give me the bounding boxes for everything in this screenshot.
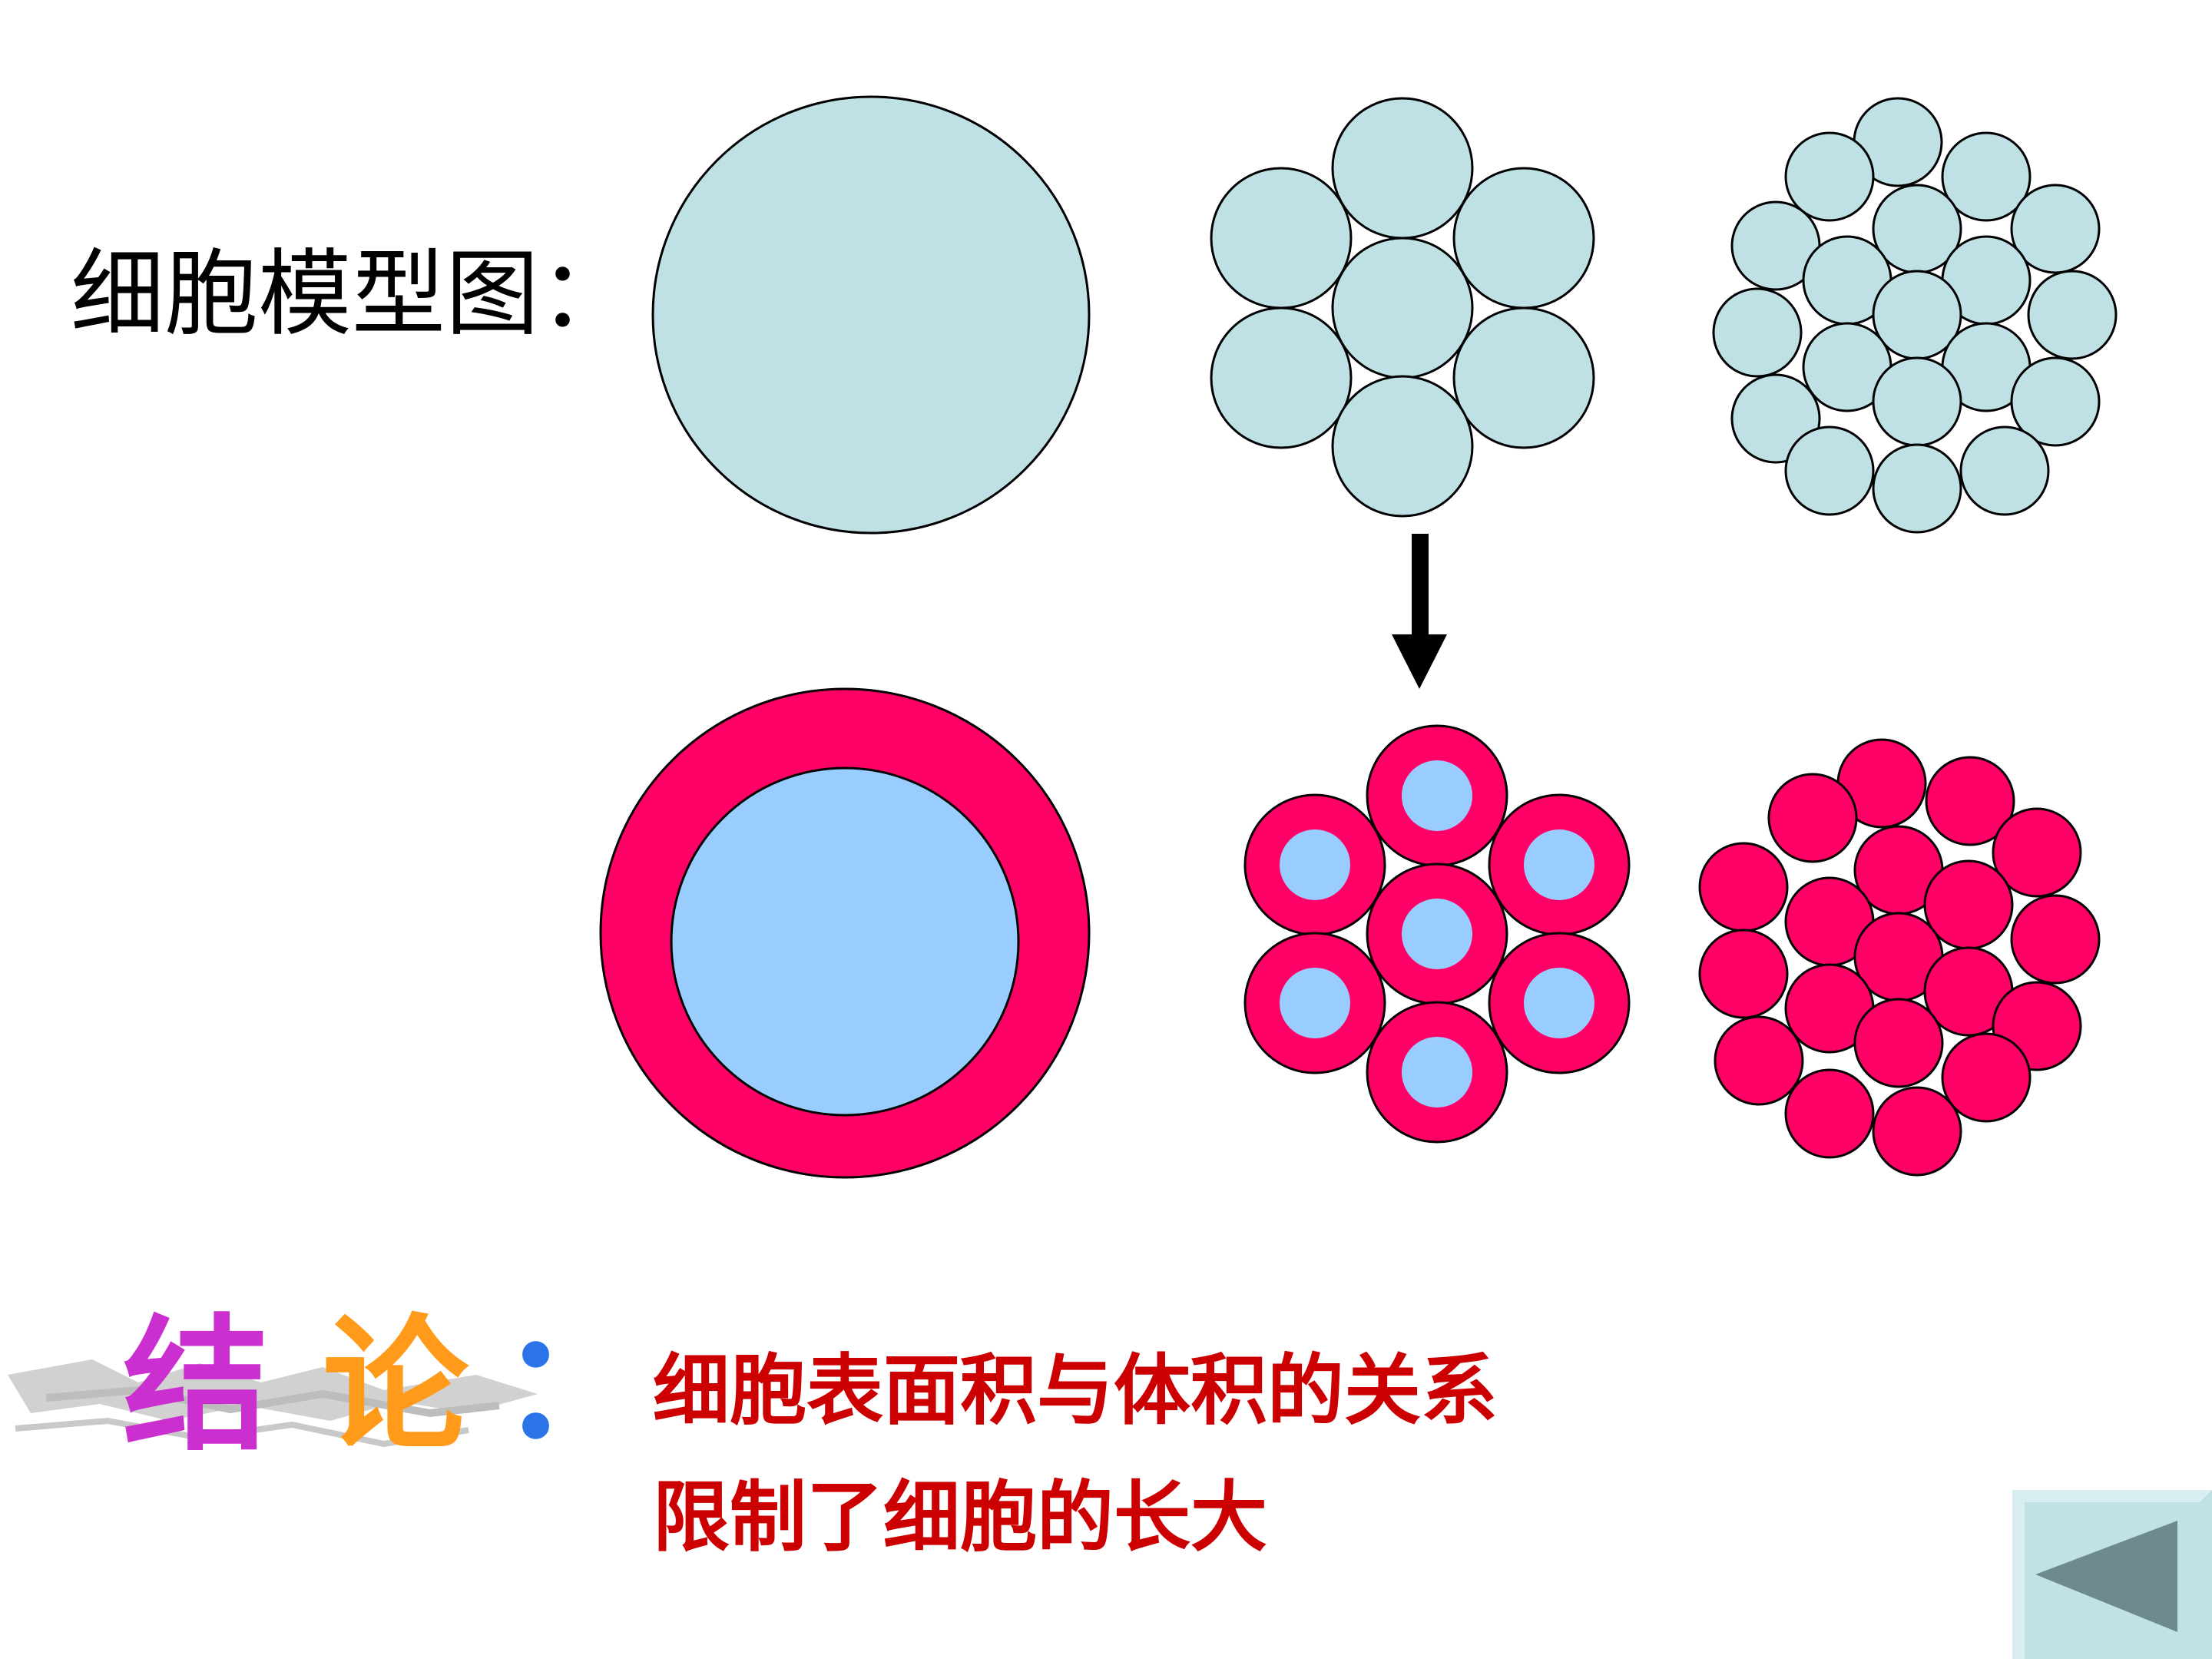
seven-cell-membrane-cluster — [1243, 724, 1631, 1144]
cluster-cell — [2027, 270, 2118, 360]
cytoplasm — [1402, 1037, 1472, 1107]
membrane-cell — [1941, 1032, 2032, 1123]
conclusion-line-1: 细胞表面积与体积的关系 — [653, 1346, 1498, 1435]
back-button[interactable]: ◀ — [2012, 1490, 2212, 1659]
membrane-cell — [1853, 998, 1944, 1088]
cytoplasm — [1524, 829, 1594, 900]
conclusion-label: 结 论 ： — [123, 1301, 645, 1471]
cluster-cell — [2010, 356, 2101, 447]
cytoplasm — [1280, 968, 1350, 1038]
seven-cell-cluster — [1210, 97, 1595, 518]
membrane-cell — [1767, 773, 1858, 863]
cluster-cell — [1941, 131, 2032, 222]
cluster-cell — [1210, 306, 1353, 449]
cytoplasm — [1402, 899, 1472, 969]
cluster-cell — [1872, 356, 1962, 447]
membrane-cell — [2010, 894, 2101, 985]
membrane-cell — [1784, 1068, 1875, 1159]
cluster-cell — [1331, 97, 1474, 240]
membrane-cell — [1698, 929, 1789, 1019]
large-cell-membrane — [599, 687, 1091, 1179]
arrow-down-icon — [1392, 534, 1447, 689]
cluster-cell — [1452, 167, 1595, 310]
cytoplasm — [1402, 760, 1472, 831]
many-cell-cluster — [1712, 97, 2118, 534]
cluster-cell — [1784, 131, 1875, 222]
many-cell-membrane-cluster — [1698, 738, 2101, 1177]
conclusion-line-2: 限制了细胞的长大 — [653, 1472, 1267, 1562]
cluster-cell — [1712, 287, 1803, 378]
cluster-cell — [1331, 375, 1474, 518]
cluster-cell — [2010, 184, 2101, 274]
membrane-cell — [1925, 756, 2015, 846]
cluster-cell — [1210, 167, 1353, 310]
conclusion-char: 论 — [323, 1301, 469, 1471]
cluster-cell — [1331, 237, 1474, 379]
conclusion-label-shadow — [8, 1359, 538, 1448]
cluster-cell — [1452, 306, 1595, 449]
slide-title: 细胞模型图： — [71, 240, 633, 349]
conclusion-char: 结 — [123, 1301, 269, 1471]
membrane-cell — [1992, 807, 2082, 898]
large-cell — [651, 95, 1091, 535]
cluster-cell — [1872, 443, 1962, 534]
conclusion-char: ： — [499, 1301, 645, 1471]
triangle-left-icon — [2012, 1490, 2212, 1659]
cytoplasm — [1280, 829, 1350, 900]
membrane-cell — [1698, 842, 1789, 932]
cluster-cell — [1959, 425, 2050, 516]
membrane-cell — [1872, 1086, 1962, 1177]
cytoplasm — [1524, 968, 1594, 1038]
cytoplasm — [670, 766, 1020, 1117]
cluster-cell — [1784, 425, 1875, 516]
membrane-cell — [1714, 1015, 1804, 1106]
